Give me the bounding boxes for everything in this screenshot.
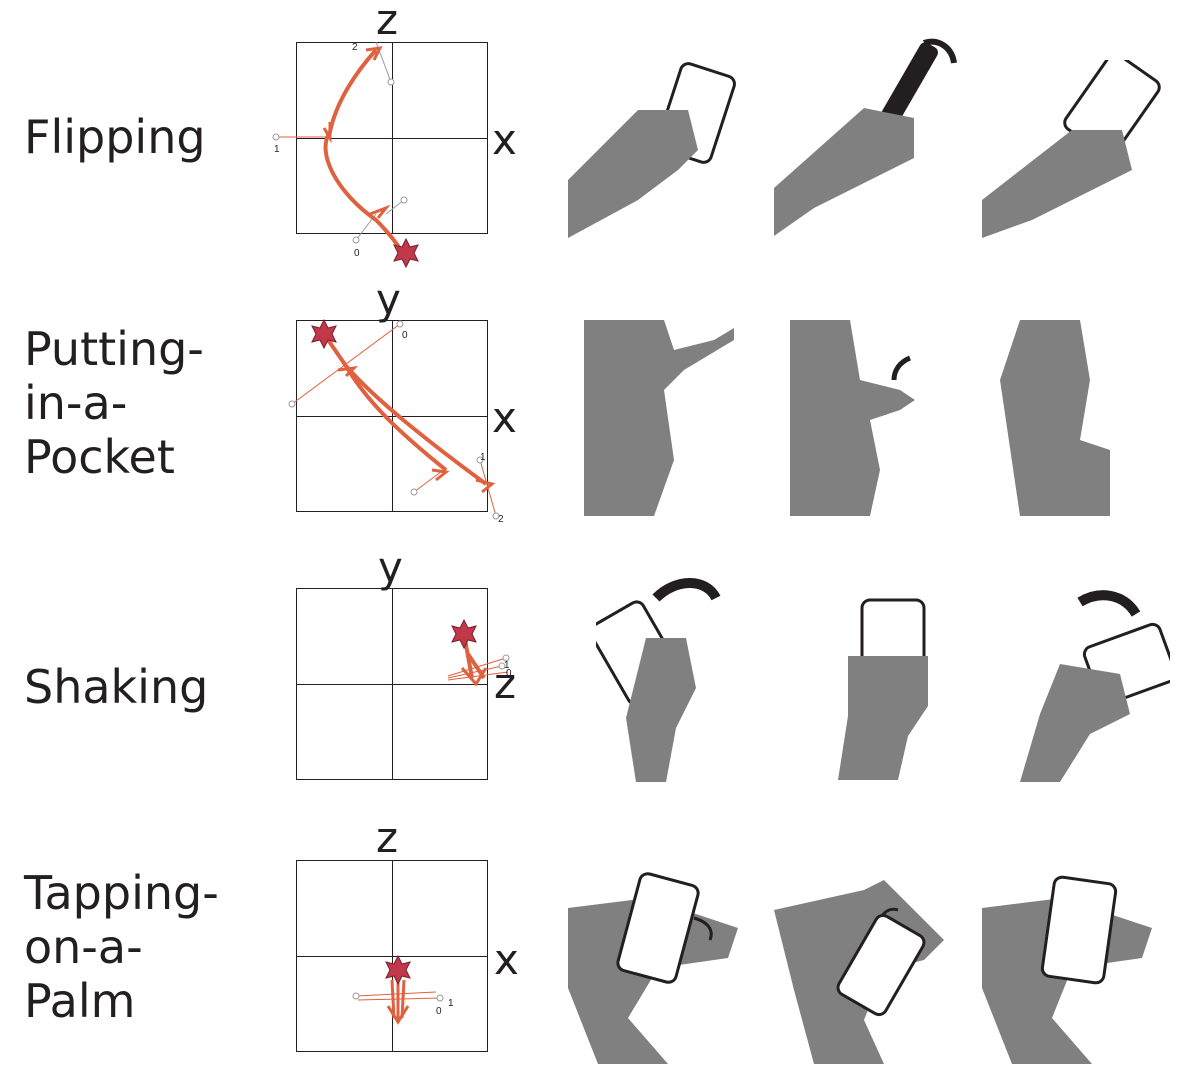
trajectory-plot: 2 1 0 — [272, 41, 488, 268]
illustration — [568, 868, 748, 1064]
gesture-label: Tapping- on-a- Palm — [24, 866, 219, 1028]
vertical-axis-label: y — [378, 543, 403, 592]
gesture-label: Putting- in-a- Pocket — [24, 322, 204, 484]
vertical-axis-label: z — [376, 813, 399, 862]
start-marker-icon — [392, 237, 419, 268]
trajectory-svg: 2 1 0 — [272, 41, 419, 268]
gesture-label: Flipping — [24, 110, 206, 164]
start-marker-icon — [384, 954, 411, 985]
sample-label: 1 — [274, 144, 280, 155]
horizontal-axis-label: z — [494, 659, 517, 708]
hand-phone-flipped-icon — [982, 60, 1161, 238]
start-marker-icon — [310, 318, 337, 349]
illustration — [982, 868, 1162, 1064]
trajectory-path — [321, 332, 487, 486]
trajectory-path — [323, 48, 404, 253]
horizontal-axis-label: x — [492, 115, 517, 164]
hand-flipping-phone-icon — [774, 38, 957, 236]
sample-label: 1 — [480, 452, 486, 463]
horizontal-axis-line — [297, 684, 487, 685]
sample-label: 1 — [448, 998, 454, 1009]
trajectory-plot: 1 0 — [296, 588, 512, 780]
vertical-axis-label: y — [376, 275, 401, 324]
hand-holding-phone-icon — [568, 62, 736, 238]
person-lowering-phone-icon — [790, 320, 915, 516]
person-holding-phone-icon — [584, 320, 734, 516]
gesture-row-flipping: Flipping z 2 1 0 x — [0, 0, 1182, 268]
hand-shaking-left-icon — [596, 578, 721, 782]
horizontal-axis-label: x — [492, 393, 517, 442]
illustration — [596, 578, 726, 782]
sample-label: 0 — [402, 330, 408, 341]
trajectory-svg: 1 0 — [447, 618, 512, 687]
gesture-row-shaking: Shaking y 1 0 z — [0, 530, 1182, 800]
phone-on-palm-tilt-right-icon — [568, 872, 738, 1064]
phone-on-palm-rest-icon — [982, 875, 1152, 1064]
trajectory-svg: 0 1 2 — [288, 318, 504, 525]
phone-on-palm-tilt-left-icon — [774, 880, 944, 1064]
hand-shaking-right-icon — [1020, 590, 1170, 782]
illustration — [584, 320, 744, 516]
trajectory-plot: 0 1 — [296, 860, 488, 1052]
sample-label: 2 — [498, 514, 504, 525]
sample-label: 0 — [436, 1006, 442, 1017]
gesture-row-tapping-on-a-palm: Tapping- on-a- Palm z 0 1 x — [0, 800, 1182, 1071]
illustration — [774, 870, 954, 1064]
illustration — [838, 596, 938, 780]
hand-upright-phone-icon — [838, 598, 928, 780]
vertical-axis-label: z — [376, 0, 399, 44]
illustration — [568, 60, 748, 240]
sample-label: 1 — [504, 660, 510, 671]
sample-label: 0 — [506, 668, 512, 679]
gesture-label: Shaking — [24, 660, 209, 714]
illustration — [790, 320, 940, 516]
horizontal-axis-line — [297, 416, 487, 417]
illustration — [774, 28, 964, 238]
horizontal-axis-line — [297, 956, 487, 957]
sample-label: 0 — [354, 248, 360, 259]
horizontal-axis-label: x — [494, 935, 519, 984]
person-phone-in-pocket-icon — [1000, 320, 1110, 516]
trajectory-plot: 0 1 2 — [288, 318, 504, 525]
illustration — [1000, 320, 1120, 516]
trajectory-svg: 0 1 — [352, 954, 454, 1025]
illustration — [982, 60, 1162, 240]
start-marker-icon — [450, 618, 477, 649]
sample-label: 2 — [352, 42, 358, 53]
gesture-row-putting-in-a-pocket: Putting- in-a- Pocket y 0 1 2 x — [0, 260, 1182, 530]
illustration — [1020, 584, 1170, 782]
horizontal-axis-line — [297, 138, 487, 139]
